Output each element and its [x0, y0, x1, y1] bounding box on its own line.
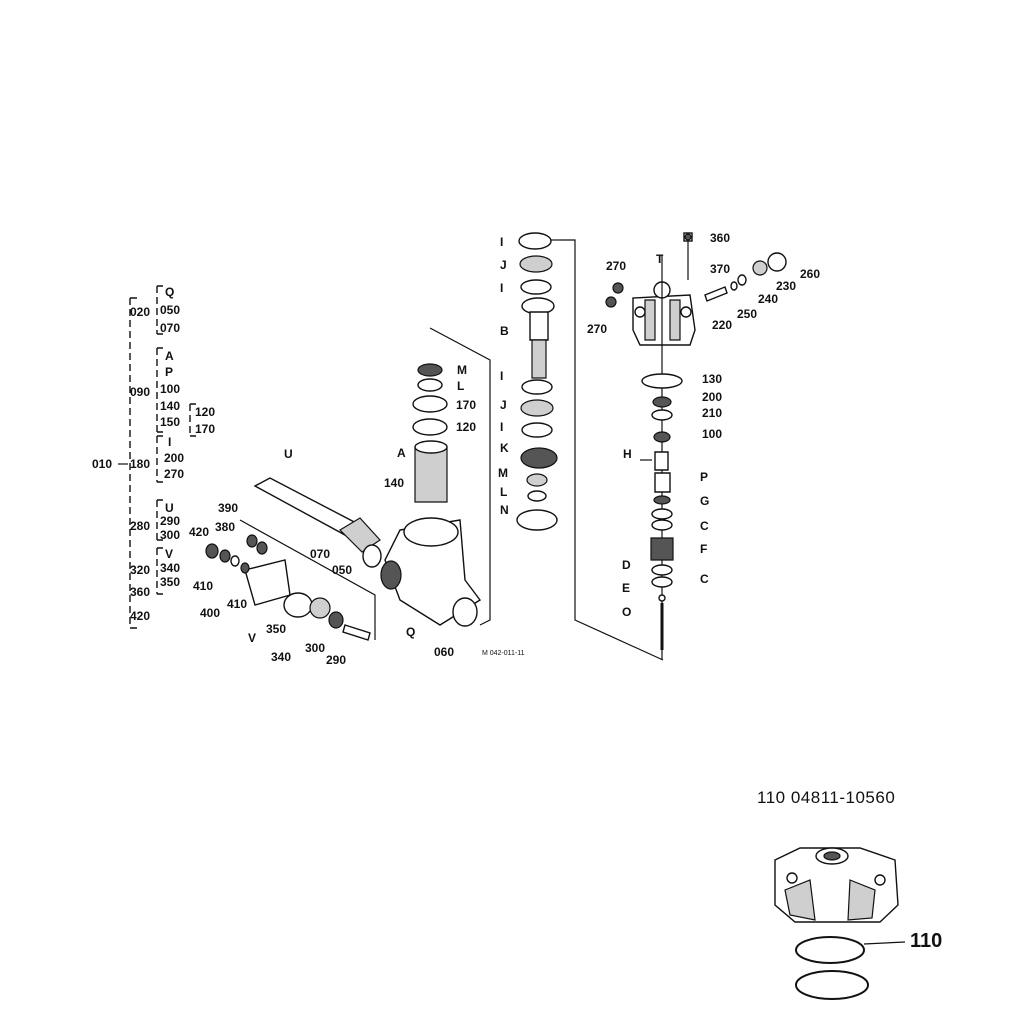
callout-A: A — [397, 446, 406, 460]
callout-420: 420 — [189, 525, 209, 539]
callout-070: 070 — [310, 547, 330, 561]
reference-number: 110 04811-10560 — [757, 788, 896, 807]
callout-250: 250 — [737, 307, 757, 321]
callout-230: 230 — [776, 279, 796, 293]
callout-K: K — [500, 441, 509, 455]
tree-group-280-label: 280 — [130, 519, 150, 533]
callout-E: E — [622, 581, 630, 595]
valve-assembly — [605, 232, 787, 660]
tree-180-child-2: 270 — [164, 467, 184, 481]
callout-M-1: M — [498, 466, 508, 480]
tree-group-360-label: 360 — [130, 585, 150, 599]
inset-part-label: 110 — [910, 930, 943, 952]
tree-090-child-4: 150 — [160, 415, 180, 429]
callout-B: B — [500, 324, 509, 338]
callout-170: 170 — [456, 398, 476, 412]
callout-360: 360 — [710, 231, 730, 245]
callout-J-2: J — [500, 398, 507, 412]
callout-270-bottom: 270 — [587, 322, 607, 336]
callout-I-4: I — [500, 420, 503, 434]
tree-020-child-2: 070 — [160, 321, 180, 335]
tree-020-child-1: 050 — [160, 303, 180, 317]
callout-370: 370 — [710, 262, 730, 276]
tree-090-sub-1: 170 — [195, 422, 215, 436]
callout-380: 380 — [215, 520, 235, 534]
callout-C-upper: C — [700, 519, 709, 533]
tree-090-child-1: P — [165, 365, 173, 379]
callout-200: 200 — [702, 390, 722, 404]
tree-280-child-1: 290 — [160, 514, 180, 528]
callout-120: 120 — [456, 420, 476, 434]
tree-180-child-0: I — [168, 435, 171, 449]
callout-400: 400 — [200, 606, 220, 620]
callout-410-right: 410 — [227, 597, 247, 611]
callout-L-2: L — [457, 379, 464, 393]
tree-group-320-label: 320 — [130, 563, 150, 577]
callout-D: D — [622, 558, 631, 572]
callout-labels: 360 270 370 260 230 240 270 250 220 T 13… — [189, 231, 820, 667]
callout-220: 220 — [712, 318, 732, 332]
callout-C-lower: C — [700, 572, 709, 586]
tree-group-180-label: 180 — [130, 457, 150, 471]
tree-320-child-2: 350 — [160, 575, 180, 589]
callout-F: F — [700, 542, 707, 556]
callout-V: V — [248, 631, 256, 645]
tree-320-child-1: 340 — [160, 561, 180, 575]
tree-020-child-0: Q — [165, 285, 174, 299]
callout-M-2: M — [457, 363, 467, 377]
callout-050: 050 — [332, 563, 352, 577]
callout-O: O — [622, 605, 631, 619]
callout-Q: Q — [406, 625, 415, 639]
callout-I-2: I — [500, 281, 503, 295]
tree-090-child-3: 140 — [160, 399, 180, 413]
callout-100: 100 — [702, 427, 722, 441]
tree-group-090-label: 090 — [130, 385, 150, 399]
tree-180-child-1: 200 — [164, 451, 184, 465]
tree-090-child-0: A — [165, 349, 174, 363]
callout-H: H — [623, 447, 632, 461]
callout-240: 240 — [758, 292, 778, 306]
callout-I-3: I — [500, 369, 503, 383]
spindle-assembly — [516, 232, 664, 661]
drawing-code: M 042-011-11 — [482, 650, 525, 657]
callout-140: 140 — [384, 476, 404, 490]
tree-090-child-2: 100 — [160, 382, 180, 396]
callout-130: 130 — [702, 372, 722, 386]
callout-260: 260 — [800, 267, 820, 281]
callout-J-1: J — [500, 258, 507, 272]
callout-390: 390 — [218, 501, 238, 515]
callout-N: N — [500, 503, 509, 517]
callout-300: 300 — [305, 641, 325, 655]
callout-210: 210 — [702, 406, 722, 420]
callout-410-left: 410 — [193, 579, 213, 593]
inset-part-110 — [774, 847, 906, 1000]
callout-350: 350 — [266, 622, 286, 636]
parts-hierarchy-tree: 010 020 Q 050 070 090 A P 100 140 150 12… — [92, 285, 215, 629]
tree-090-sub-0: 120 — [195, 405, 215, 419]
callout-L-1: L — [500, 485, 507, 499]
callout-I-1: I — [500, 235, 503, 249]
tree-280-child-2: 300 — [160, 528, 180, 542]
callout-U: U — [284, 447, 293, 461]
callout-270-top: 270 — [606, 259, 626, 273]
tree-320-child-0: V — [165, 547, 173, 561]
callout-G: G — [700, 494, 709, 508]
callout-T: T — [656, 252, 664, 266]
tree-group-020-label: 020 — [130, 305, 150, 319]
shaft-assembly — [205, 477, 382, 641]
tree-root-label: 010 — [92, 457, 112, 471]
callout-P: P — [700, 470, 708, 484]
callout-340: 340 — [271, 650, 291, 664]
tree-group-420-label: 420 — [130, 609, 150, 623]
callout-290: 290 — [326, 653, 346, 667]
tree-280-child-0: U — [165, 501, 174, 515]
housing-assembly — [380, 327, 491, 627]
callout-060: 060 — [434, 645, 454, 659]
